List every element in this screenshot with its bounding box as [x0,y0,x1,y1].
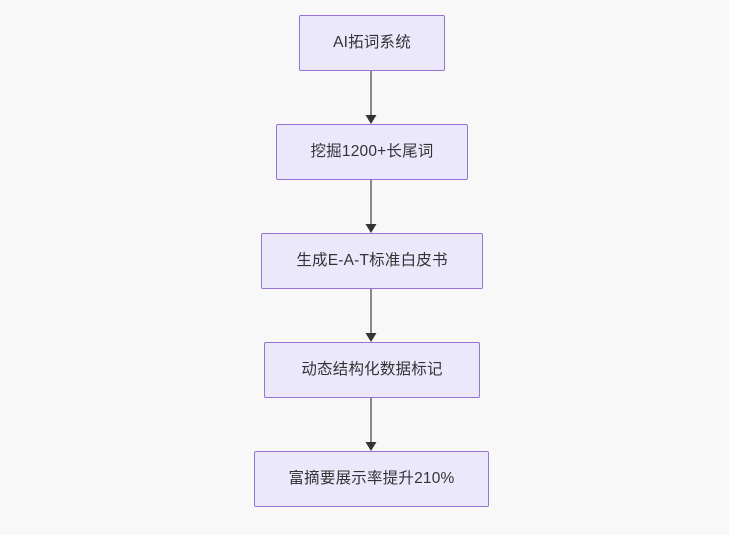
arrowhead-icon [365,442,377,451]
flow-connector-arrow [361,289,381,342]
flow-connector-arrow [361,398,381,451]
arrowhead-icon [365,333,377,342]
arrowhead-icon [365,224,377,233]
flow-node-mine-longtail-keywords[interactable]: 挖掘1200+长尾词 [276,124,468,180]
flow-node-label: 生成E-A-T标准白皮书 [296,251,448,269]
flow-node-label: 动态结构化数据标记 [301,360,443,378]
flow-node-generate-eat-whitepaper[interactable]: 生成E-A-T标准白皮书 [261,233,483,289]
flow-connector-arrow [361,180,381,233]
flow-node-dynamic-structured-data-markup[interactable]: 动态结构化数据标记 [264,342,480,398]
flow-connector-arrow [361,71,381,124]
flow-node-label: 富摘要展示率提升210% [288,469,455,487]
arrowhead-icon [365,115,377,124]
flow-node-label: AI拓词系统 [333,33,411,51]
flow-node-label: 挖掘1200+长尾词 [310,142,434,160]
flow-node-ai-keyword-system[interactable]: AI拓词系统 [299,15,445,71]
flow-node-rich-snippet-impression-lift[interactable]: 富摘要展示率提升210% [254,451,489,507]
